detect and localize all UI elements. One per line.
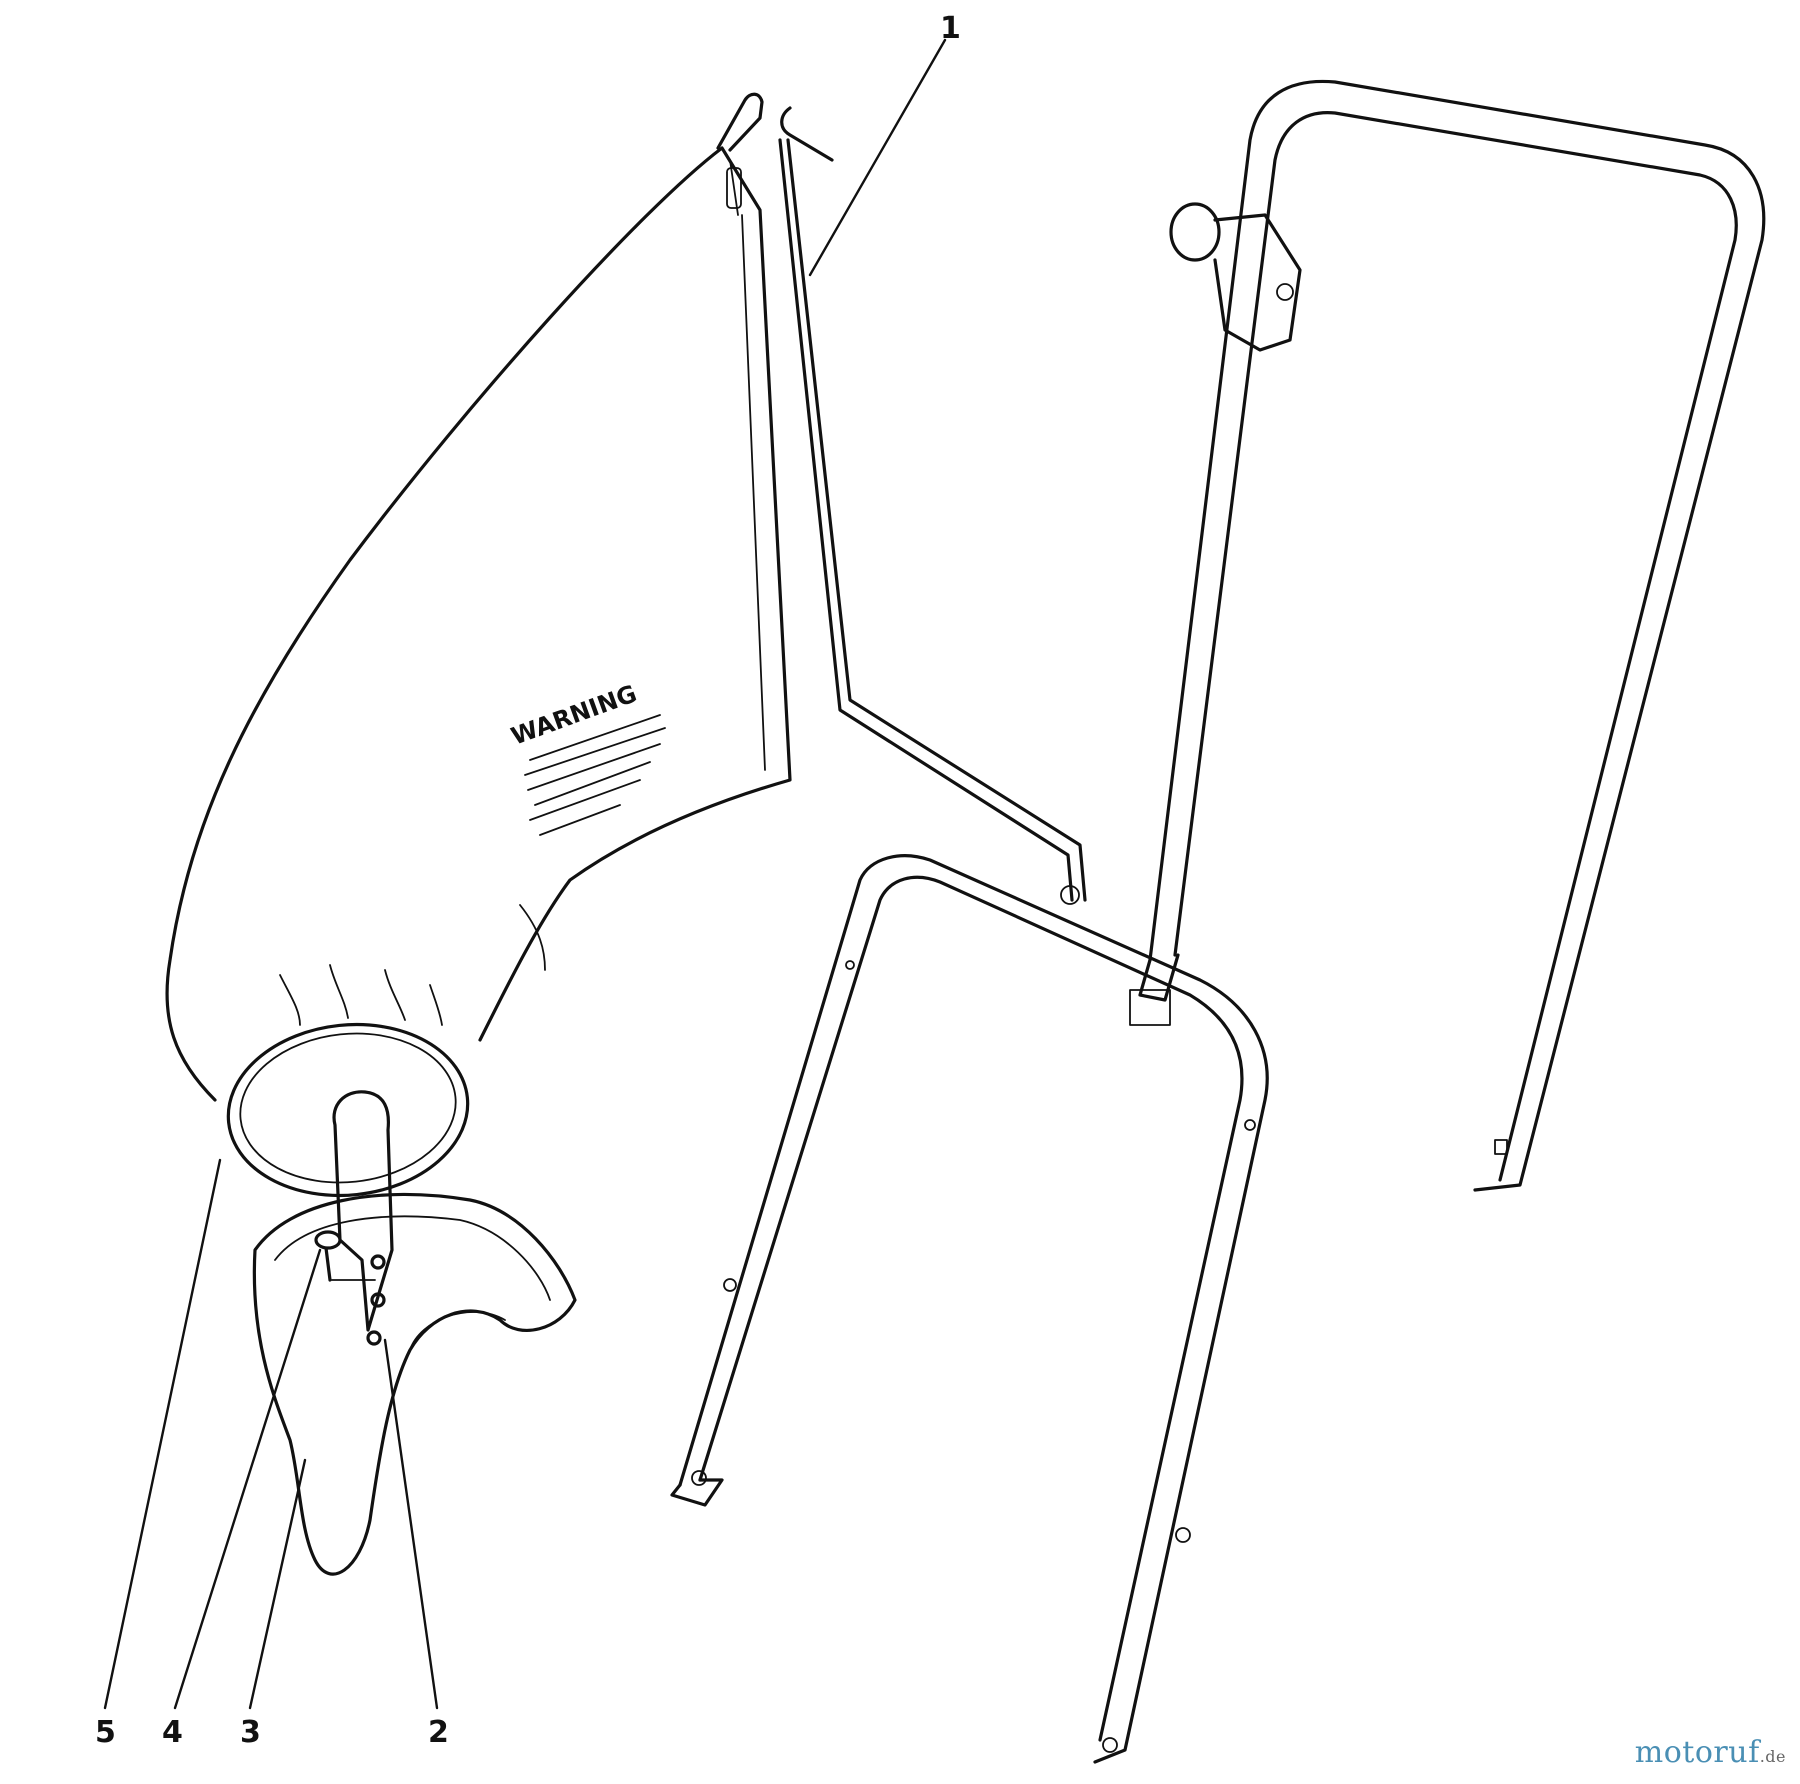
lower-handle-boss-1 [1060, 885, 1080, 905]
callout-4: 4 [162, 1715, 183, 1750]
lower-handle [670, 854, 1269, 1764]
bag-opening-inner [239, 1032, 457, 1184]
lower-handle-boss-5 [845, 960, 855, 970]
leader-1 [808, 38, 947, 277]
watermark-main: motoruf [1634, 1735, 1760, 1770]
strap-hole-3 [366, 1330, 382, 1346]
lower-handle-pin-left [691, 1470, 707, 1486]
rod-outline [778, 106, 1087, 902]
upper-handle-end-tab [1129, 989, 1171, 1026]
lower-handle-pin-right [1102, 1737, 1118, 1753]
leader-3 [248, 1458, 307, 1710]
leader-5 [103, 1158, 222, 1710]
strap-hole-1 [370, 1254, 386, 1270]
grass-bag-outline [165, 146, 792, 1102]
lower-handle-end-left [670, 1478, 724, 1507]
leader-4 [173, 1248, 322, 1710]
upper-handle-slot [1494, 1139, 1508, 1155]
callout-3: 3 [240, 1715, 261, 1750]
adapter-inner-edge [274, 1215, 551, 1351]
control-knob [1169, 202, 1221, 262]
screw-head [314, 1230, 342, 1250]
strap-outline [332, 1090, 394, 1332]
upper-handle [1129, 79, 1766, 1192]
callout-numbers: 1 2 3 4 5 [95, 11, 961, 1750]
leader-2 [383, 1338, 439, 1710]
bag-frame-hook [716, 92, 764, 152]
callout-leaders [103, 38, 947, 1710]
control-lever [1213, 213, 1302, 352]
screw-shank [324, 1246, 332, 1282]
grass-bag: WARNING [165, 92, 792, 1198]
watermark-suffix: .de [1759, 1747, 1786, 1766]
callout-5: 5 [95, 1715, 116, 1750]
adapter-outline [252, 1192, 577, 1576]
lower-handle-boss-4 [1244, 1119, 1256, 1131]
warning-decal-lines [524, 714, 666, 836]
screw [314, 1230, 376, 1282]
site-watermark: motoruf.de [1635, 1735, 1786, 1770]
bag-strap [332, 1090, 394, 1346]
bag-zipper [729, 159, 766, 771]
warning-decal-text: WARNING [507, 679, 640, 750]
lower-handle-boss-2 [723, 1278, 737, 1292]
bag-adapter [252, 1192, 577, 1576]
strap-hole-2 [370, 1292, 386, 1308]
upper-handle-end-left [1138, 953, 1180, 1002]
lower-handle-outer [678, 854, 1269, 1764]
callout-2: 2 [428, 1715, 449, 1750]
bag-opening-ring [226, 1022, 470, 1198]
zipper-pull [726, 167, 742, 209]
callout-1: 1 [940, 11, 961, 46]
upper-handle-outer [1148, 79, 1766, 1192]
bag-rod [778, 106, 1087, 902]
control-bracket [1169, 202, 1302, 352]
bag-folds [279, 904, 546, 1026]
warning-decal: WARNING [507, 679, 666, 836]
control-pivot [1276, 283, 1294, 301]
lower-handle-boss-3 [1175, 1527, 1191, 1543]
